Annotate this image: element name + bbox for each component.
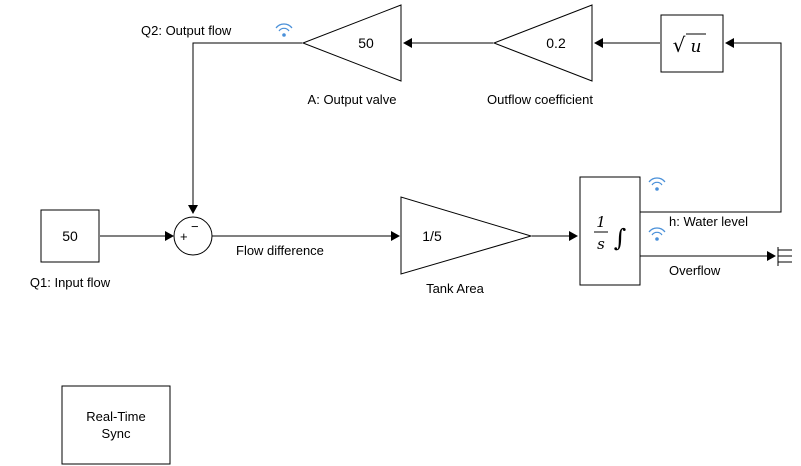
integrator-symbol: ∫	[614, 224, 627, 252]
input-flow-value: 50	[62, 228, 78, 244]
water-level-signal-label: h: Water level	[669, 214, 748, 229]
realtime-sync-line1: Real-Time	[86, 409, 145, 424]
sum-block[interactable]: + −	[173, 216, 213, 256]
outflow-coefficient-label: Outflow coefficient	[487, 92, 593, 107]
arrow-head	[725, 38, 734, 48]
sqrt-block[interactable]: √ u	[660, 14, 724, 73]
outflow-coefficient-value: 0.2	[546, 35, 566, 51]
sqrt-radical: √	[673, 33, 686, 57]
terminator-icon[interactable]	[777, 247, 792, 266]
wire-output-flow[interactable]	[192, 42, 302, 206]
wire-water-level[interactable]	[640, 42, 782, 213]
integrator-denominator: s	[597, 235, 605, 253]
tank-area-label: Tank Area	[426, 281, 485, 296]
realtime-sync-block[interactable]: Real-Time Sync	[61, 385, 171, 465]
wifi-icon[interactable]	[648, 177, 666, 191]
arrow-head	[569, 231, 578, 241]
integrator-numerator: 1	[596, 213, 606, 231]
sum-minus-sign: −	[191, 219, 199, 234]
overflow-signal-label: Overflow	[669, 263, 721, 278]
realtime-sync-line2: Sync	[102, 426, 131, 441]
input-flow-block[interactable]: 50	[40, 209, 100, 263]
arrow-head	[767, 251, 776, 261]
output-flow-signal-label: Q2: Output flow	[141, 23, 232, 38]
tank-area-block[interactable]: 1/5	[400, 196, 533, 275]
wifi-icon[interactable]	[648, 227, 666, 241]
outflow-coefficient-block[interactable]: 0.2	[492, 4, 593, 82]
sum-plus-sign: +	[180, 229, 188, 244]
sqrt-variable: u	[691, 37, 702, 57]
wifi-icon[interactable]	[275, 23, 293, 37]
arrow-head	[165, 231, 174, 241]
input-flow-label: Q1: Input flow	[30, 275, 111, 290]
arrow-head	[594, 38, 603, 48]
output-valve-label: A: Output valve	[308, 92, 397, 107]
output-valve-value: 50	[358, 35, 374, 51]
integrator-block[interactable]: 1 s ∫	[579, 176, 641, 286]
arrow-head	[391, 231, 400, 241]
tank-area-value: 1/5	[422, 228, 442, 244]
flow-difference-signal-label: Flow difference	[236, 243, 324, 258]
arrow-head	[188, 205, 198, 214]
output-valve-block[interactable]: 50	[301, 4, 402, 82]
arrow-head	[403, 38, 412, 48]
